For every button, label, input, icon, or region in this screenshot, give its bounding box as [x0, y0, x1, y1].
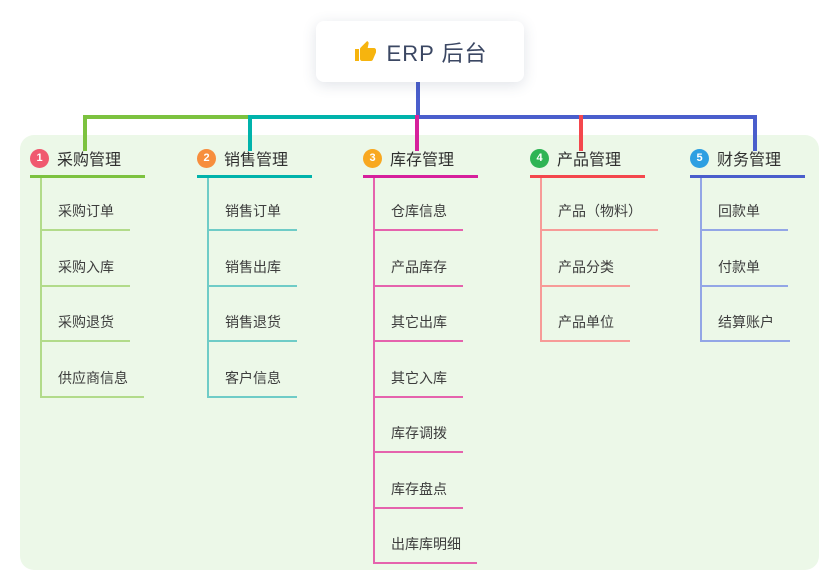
child-node[interactable]: 销售出库 — [207, 258, 297, 287]
child-node-label: 库存盘点 — [391, 480, 447, 497]
child-node[interactable]: 销售订单 — [207, 202, 297, 231]
branch-title: 库存管理 — [390, 152, 455, 169]
child-node-label: 销售退货 — [225, 314, 281, 330]
child-node-label: 客户信息 — [225, 369, 281, 386]
child-node-label: 采购订单 — [58, 203, 114, 219]
child-node-label: 其它出库 — [391, 314, 447, 330]
child-node-label: 结算账户 — [718, 314, 774, 330]
child-node[interactable]: 采购订单 — [40, 202, 130, 231]
thumbs-up-icon — [353, 40, 377, 64]
branch-drop-connector — [579, 115, 583, 151]
child-node-label: 回款单 — [718, 203, 760, 219]
child-node-label: 销售订单 — [225, 203, 281, 219]
branch-rail-line — [373, 178, 375, 563]
child-node-label: 产品（物料） — [558, 203, 642, 219]
branch-header-4[interactable]: 4 产品管理 — [530, 147, 645, 178]
child-node-label: 采购入库 — [58, 258, 114, 275]
branch-rail-line — [207, 178, 209, 397]
child-node[interactable]: 结算账户 — [700, 313, 790, 342]
trunk-connector — [416, 82, 420, 119]
branch-rail-line — [700, 178, 702, 341]
branch-rail-line — [540, 178, 542, 341]
child-node[interactable]: 付款单 — [700, 258, 788, 287]
branch-drop-connector — [415, 115, 419, 151]
child-node[interactable]: 采购退货 — [40, 313, 130, 342]
branch-drop-connector — [248, 115, 252, 151]
branch-title: 采购管理 — [57, 152, 122, 169]
branch-header-3[interactable]: 3 库存管理 — [363, 147, 478, 178]
child-node-label: 库存调拨 — [391, 425, 447, 441]
branch-number-badge: 2 — [197, 148, 216, 168]
branch-number-badge: 3 — [363, 148, 382, 168]
top-connector-left — [85, 115, 252, 119]
child-node[interactable]: 其它出库 — [373, 313, 463, 342]
branch-number-badge: 1 — [30, 148, 49, 168]
child-node-label: 付款单 — [718, 258, 760, 275]
child-node[interactable]: 库存调拨 — [373, 424, 463, 453]
branch-header-2[interactable]: 2 销售管理 — [197, 147, 312, 178]
child-node[interactable]: 供应商信息 — [40, 369, 144, 398]
child-node[interactable]: 其它入库 — [373, 369, 463, 398]
child-node[interactable]: 销售退货 — [207, 313, 297, 342]
branches-panel — [20, 135, 819, 570]
child-node[interactable]: 产品分类 — [540, 258, 630, 287]
child-node-label: 产品分类 — [558, 258, 614, 275]
branch-drop-connector — [753, 115, 757, 151]
child-node-label: 销售出库 — [225, 258, 281, 275]
child-node-label: 出库库明细 — [391, 536, 461, 552]
branch-number-badge: 4 — [530, 148, 549, 168]
child-node[interactable]: 库存盘点 — [373, 480, 463, 509]
branch-header-5[interactable]: 5 财务管理 — [690, 147, 805, 178]
child-node[interactable]: 出库库明细 — [373, 535, 477, 564]
child-node[interactable]: 产品（物料） — [540, 202, 658, 231]
child-node-label: 其它入库 — [391, 369, 447, 386]
top-connector-center — [250, 115, 419, 119]
branch-title: 产品管理 — [557, 152, 622, 169]
child-node[interactable]: 仓库信息 — [373, 202, 463, 231]
branch-drop-connector — [83, 115, 87, 151]
child-node[interactable]: 产品单位 — [540, 313, 630, 342]
child-node-label: 产品单位 — [558, 314, 614, 330]
branch-number-badge: 5 — [690, 148, 709, 168]
child-node-label: 产品库存 — [391, 258, 447, 275]
branch-rail-line — [40, 178, 42, 397]
branch-header-1[interactable]: 1 采购管理 — [30, 147, 145, 178]
child-node-label: 采购退货 — [58, 314, 114, 330]
root-title: ERP 后台 — [386, 40, 488, 66]
child-node[interactable]: 产品库存 — [373, 258, 463, 287]
branch-title: 财务管理 — [717, 152, 782, 169]
child-node-label: 仓库信息 — [391, 203, 447, 219]
child-node[interactable]: 采购入库 — [40, 258, 130, 287]
top-connector-right — [417, 115, 757, 119]
child-node-label: 供应商信息 — [58, 369, 128, 386]
child-node[interactable]: 客户信息 — [207, 369, 297, 398]
root-node[interactable]: ERP 后台 — [316, 21, 524, 82]
branch-title: 销售管理 — [224, 152, 289, 169]
child-node[interactable]: 回款单 — [700, 202, 788, 231]
